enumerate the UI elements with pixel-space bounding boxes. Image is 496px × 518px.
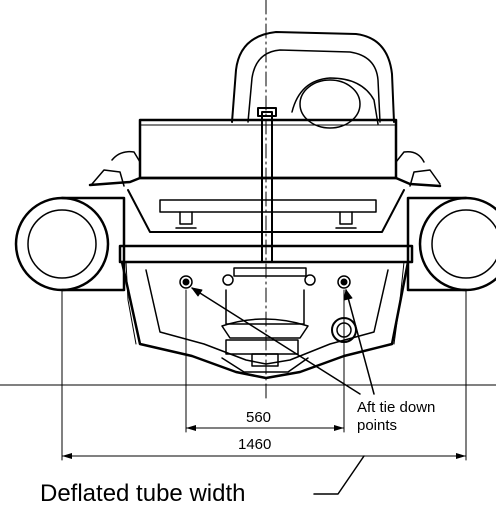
- deck-rail: [111, 150, 141, 163]
- aft-tie-down-line2: points: [357, 417, 398, 434]
- caption-deflated-tube-width: Deflated tube width: [40, 480, 246, 507]
- left-tube: [14, 196, 110, 292]
- mast-pole: [261, 111, 273, 263]
- dimension-1460-label: 1460: [238, 436, 272, 453]
- engine-cav-plate: [221, 318, 309, 339]
- hull-strake-right: [393, 261, 405, 345]
- hull-outer: [120, 260, 410, 380]
- tie-down-right: [337, 275, 351, 289]
- tie-down-right-inner: [340, 278, 348, 286]
- left-tube-inner: [27, 209, 97, 279]
- hinge-left: [175, 211, 197, 229]
- tie-down-arrow-left: [191, 287, 203, 297]
- dimension-560-label: 560: [246, 409, 272, 426]
- deck-top: [88, 176, 442, 188]
- dim-1460-arrow-left: [62, 453, 72, 459]
- side-handle-right: [409, 169, 441, 187]
- console-top: [231, 31, 395, 123]
- right-tube-inner: [431, 209, 496, 279]
- dim-560-arrow-right: [334, 425, 344, 431]
- mast-cap: [257, 107, 277, 117]
- left-tube-body: [60, 196, 126, 292]
- hinge-right: [335, 211, 357, 229]
- hull-strake-left: [125, 261, 137, 345]
- right-tube-body: [406, 196, 468, 292]
- aft-tie-down-label: Aft tie down points: [357, 399, 435, 435]
- aft-tie-down-line1: Aft tie down: [357, 399, 436, 416]
- seat-box: [138, 118, 398, 180]
- deck-rail-right: [395, 150, 425, 163]
- tie-down-left: [179, 275, 193, 289]
- transom-frame: [127, 189, 405, 233]
- engine-foot: [251, 353, 279, 367]
- engine-prop: [221, 357, 309, 373]
- caption-leader: [313, 455, 365, 495]
- tie-down-left-inner: [182, 278, 190, 286]
- engine-cowl: [291, 77, 379, 125]
- engine-bracket: [233, 267, 307, 277]
- bolt-a: [222, 274, 234, 286]
- engine-midsection: [225, 289, 305, 325]
- tie-down-arrow-right: [343, 289, 353, 301]
- console-inner: [247, 49, 381, 123]
- dim-1460-arrow-right: [456, 453, 466, 459]
- side-handle-left: [91, 169, 125, 187]
- tie-down-leader-right: [345, 289, 375, 395]
- engine-hub: [299, 79, 361, 129]
- cross-beam: [118, 244, 414, 264]
- dim-560-arrow-left: [186, 425, 196, 431]
- bolt-b: [304, 274, 316, 286]
- engine-skeg: [225, 339, 299, 355]
- transom-board: [159, 199, 377, 213]
- hull-inner: [145, 269, 389, 365]
- tie-down-leader-left: [191, 287, 361, 395]
